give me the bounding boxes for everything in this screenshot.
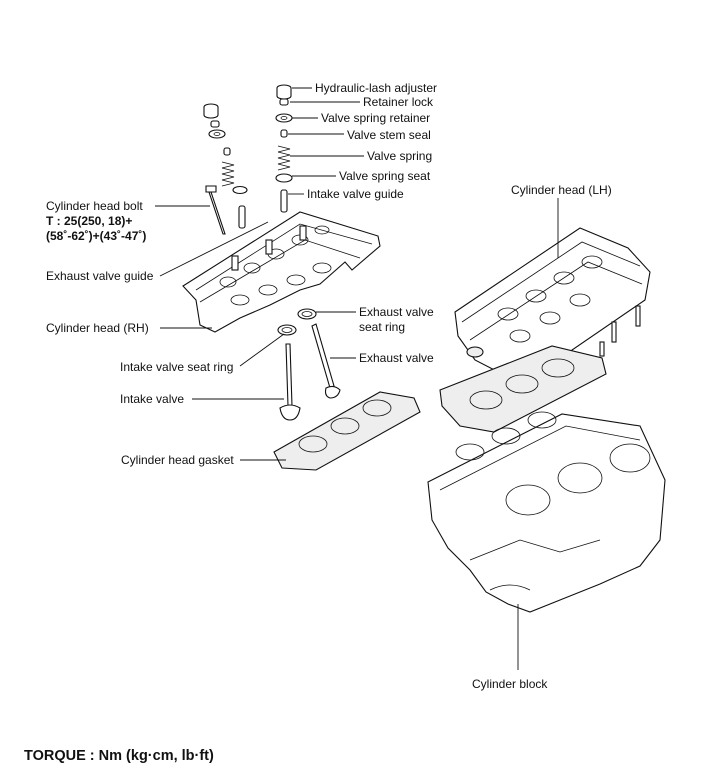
label-valve-spring-seat: Valve spring seat — [339, 169, 431, 183]
exhaust-valve-seat-ring-part — [297, 308, 317, 320]
label-cylinder-block: Cylinder block — [472, 677, 548, 691]
label-intake-valve: Intake valve — [120, 392, 185, 406]
label-cylinder-head-bolt-torque-2: (58˚-62˚)+(43˚-47˚) — [46, 229, 147, 243]
retainer-lock-part — [210, 98, 289, 128]
label-cylinder-head-bolt-torque-1: T : 25(250, 18)+ — [46, 214, 133, 228]
label-exhaust-valve-seat-ring-2: seat ring — [359, 320, 406, 334]
torque-units-caption: TORQUE : Nm (kg·cm, lb·ft) — [24, 748, 214, 764]
label-intake-valve-seat-ring: Intake valve seat ring — [120, 360, 234, 374]
label-cylinder-head-bolt: Cylinder head bolt — [46, 199, 143, 213]
valve-spring-seat-part — [232, 173, 293, 195]
label-valve-spring: Valve spring — [367, 149, 433, 163]
cylinder-head-rh-part — [182, 211, 381, 333]
label-cylinder-head-gasket: Cylinder head gasket — [121, 453, 234, 467]
label-cylinder-head-rh: Cylinder head (RH) — [46, 321, 149, 335]
valve-spring-part — [221, 145, 291, 187]
cylinder-head-gasket-lh-part — [439, 345, 607, 433]
hydraulic-lash-adjuster-part — [203, 84, 292, 119]
intake-valve-seat-ring-part — [277, 324, 297, 336]
label-valve-spring-retainer: Valve spring retainer — [321, 111, 431, 125]
cylinder-block-part — [427, 411, 666, 613]
cylinder-head-lh-part — [454, 227, 651, 379]
label-intake-valve-guide: Intake valve guide — [307, 187, 404, 201]
valve-spring-retainer-part — [208, 113, 293, 139]
label-exhaust-valve-guide: Exhaust valve guide — [46, 269, 154, 283]
exhaust-valve-part — [311, 323, 341, 399]
cylinder-head-gasket-part — [273, 391, 421, 471]
valve-stem-seal-part — [223, 129, 288, 156]
label-retainer-lock: Retainer lock — [363, 95, 434, 109]
intake-valve-part — [279, 343, 301, 421]
cylinder-head-bolt-part — [205, 185, 226, 235]
label-exhaust-valve-seat-ring-1: Exhaust valve — [359, 305, 434, 319]
label-hydraulic-lash-adjuster: Hydraulic-lash adjuster — [315, 81, 438, 95]
label-cylinder-head-lh: Cylinder head (LH) — [511, 183, 612, 197]
label-exhaust-valve: Exhaust valve — [359, 351, 434, 365]
label-valve-stem-seal: Valve stem seal — [347, 128, 431, 142]
intake-valve-guide-part — [238, 189, 288, 229]
